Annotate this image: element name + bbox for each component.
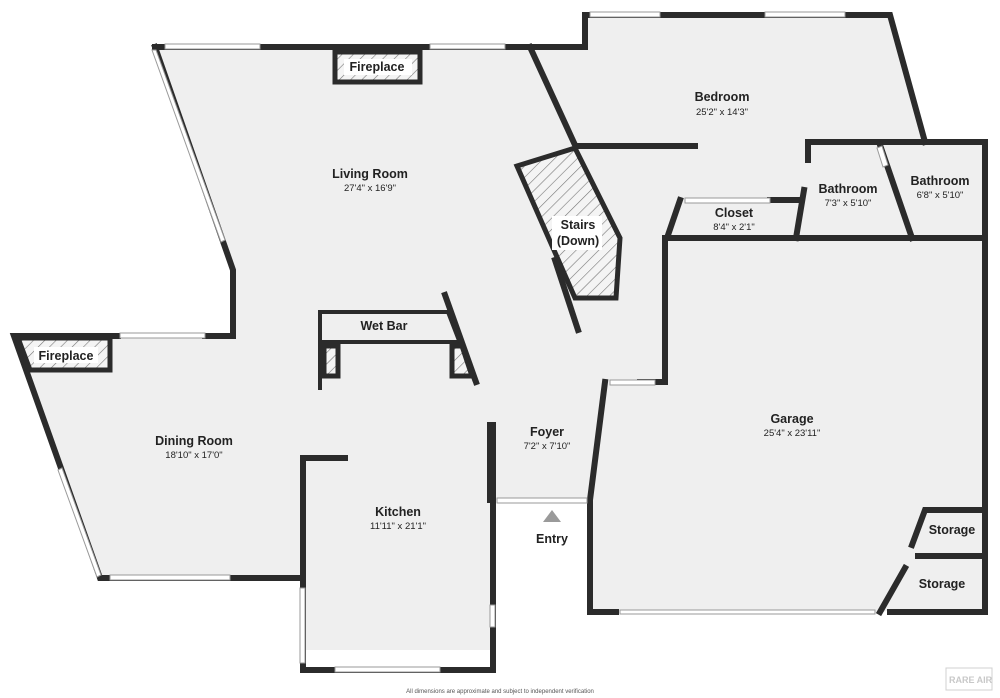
stairs-label-1: Stairs bbox=[561, 218, 596, 232]
window-kitchen-right bbox=[489, 604, 496, 628]
windows bbox=[57, 11, 889, 673]
fireplace-dining-label: Fireplace bbox=[39, 349, 94, 363]
fireplace-living-label: Fireplace bbox=[350, 60, 405, 74]
fireplace-dining-label-bg bbox=[34, 347, 98, 363]
bedroom-left-wall bbox=[526, 43, 579, 149]
foyer-name: Foyer bbox=[530, 425, 564, 439]
main-floor bbox=[18, 15, 985, 650]
stairs-label-2: (Down) bbox=[557, 234, 599, 248]
window-dining-left bbox=[57, 467, 102, 578]
bedroom-dims: 25'2" x 14'3" bbox=[696, 107, 748, 118]
storage-lower-wall bbox=[875, 563, 910, 617]
window-kitchen-left bbox=[299, 587, 306, 664]
window-living-left bbox=[151, 49, 226, 243]
kitchen-left-wall bbox=[300, 422, 496, 673]
living-room-name: Living Room bbox=[332, 167, 408, 181]
logo-frame bbox=[945, 667, 993, 691]
window-garage-bottom bbox=[619, 609, 876, 615]
window-foyer-door bbox=[496, 497, 588, 504]
dining-room-dims: 18'10" x 17'0" bbox=[165, 450, 222, 461]
window-bedroom-top-1 bbox=[589, 11, 661, 18]
bathroom-1-name: Bathroom bbox=[818, 182, 877, 196]
entry-arrow-icon bbox=[543, 510, 561, 522]
foyer-dims: 7'2" x 7'10" bbox=[524, 441, 571, 452]
window-dining-top bbox=[119, 332, 206, 339]
dining-room-name: Dining Room bbox=[155, 434, 233, 448]
kitchen-name: Kitchen bbox=[375, 505, 421, 519]
bathroom-1-dims: 7'3" x 5'10" bbox=[825, 198, 872, 209]
window-living-top-1 bbox=[164, 43, 261, 50]
window-bath-gap bbox=[876, 145, 889, 168]
stairs-guard-wall bbox=[551, 256, 582, 334]
storage-top-wall bbox=[908, 507, 988, 549]
bedroom-name: Bedroom bbox=[695, 90, 750, 104]
room-labels: Bedroom 25'2" x 14'3" Living Room 27'4" … bbox=[155, 90, 969, 532]
kitchen-dims: 11'11" x 21'1" bbox=[370, 521, 426, 532]
stairs-label-bg bbox=[552, 216, 602, 250]
closet-dims: 8'4" x 2'1" bbox=[713, 222, 755, 233]
wet-bar-cabinet-right bbox=[449, 343, 476, 379]
garage-name: Garage bbox=[770, 412, 813, 426]
garage-right-wall bbox=[887, 235, 988, 615]
bathroom-2-name: Bathroom bbox=[910, 174, 969, 188]
floor-fills bbox=[18, 15, 985, 650]
feature-labels: Fireplace Fireplace Stairs (Down) Wet Ba… bbox=[39, 60, 976, 591]
living-room-dims: 27'4" x 16'9" bbox=[344, 183, 396, 194]
disclaimer-text: All dimensions are approximate and subje… bbox=[406, 689, 594, 695]
closet-name: Closet bbox=[715, 206, 754, 220]
bathroom-2-dims: 6'8" x 5'10" bbox=[917, 190, 964, 201]
garage-dims: 25'4" x 23'11" bbox=[764, 428, 821, 439]
window-living-top-2 bbox=[429, 43, 506, 50]
logo-text: RARE AIR bbox=[949, 675, 993, 685]
storage-2-label: Storage bbox=[919, 577, 966, 591]
wet-bar-label: Wet Bar bbox=[360, 319, 407, 333]
window-garage-left bbox=[609, 379, 656, 386]
logo: RARE AIR bbox=[945, 667, 993, 691]
window-dining-bottom bbox=[109, 574, 231, 581]
wet-bar-cabinet-left bbox=[321, 343, 341, 379]
window-closet bbox=[684, 197, 771, 204]
entry-label: Entry bbox=[536, 532, 568, 546]
garage-left-lower bbox=[587, 378, 619, 615]
storage-1-label: Storage bbox=[929, 523, 976, 537]
fireplace-living-label-bg bbox=[344, 59, 412, 75]
window-bedroom-top-2 bbox=[764, 11, 846, 18]
bathroom-block-wall bbox=[805, 139, 988, 241]
window-kitchen-bottom bbox=[334, 666, 441, 673]
